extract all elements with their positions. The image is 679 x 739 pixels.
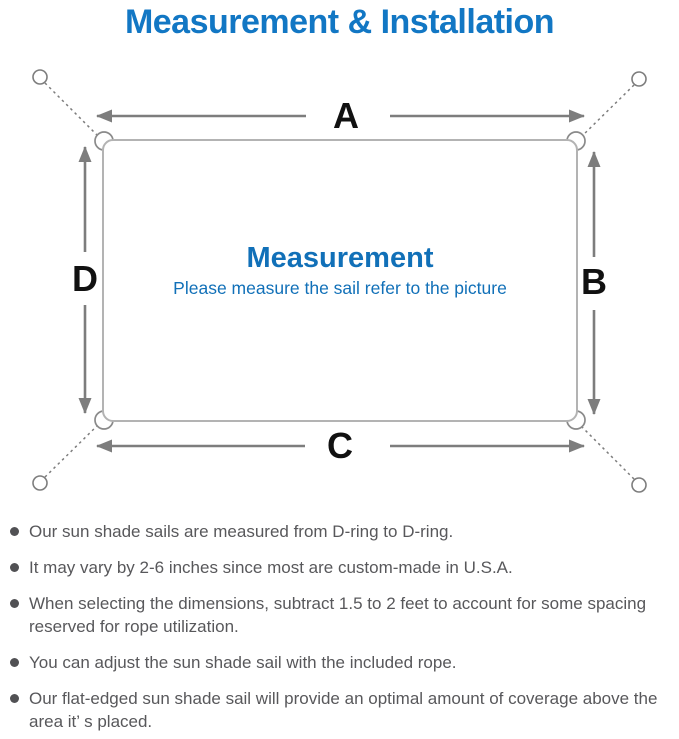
- tie-line-bottom-left: [44, 422, 101, 478]
- note-text: Our flat-edged sun shade sail will provi…: [29, 689, 658, 731]
- list-item: When selecting the dimensions, subtract …: [10, 592, 672, 638]
- note-text: You can adjust the sun shade sail with t…: [29, 653, 457, 672]
- note-text: Our sun shade sails are measured from D-…: [29, 522, 454, 541]
- tie-line-bottom-right: [578, 423, 635, 480]
- tie-line-top-left: [44, 82, 101, 139]
- list-item: Our sun shade sails are measured from D-…: [10, 520, 672, 543]
- anchor-ring-icon: [32, 69, 48, 85]
- tie-line-top-right: [578, 84, 635, 140]
- bullet-icon: [10, 599, 19, 608]
- diagram-center-subtitle: Please measure the sail refer to the pic…: [173, 278, 507, 298]
- note-text: It may vary by 2-6 inches since most are…: [29, 558, 513, 577]
- list-item: You can adjust the sun shade sail with t…: [10, 651, 672, 674]
- measurement-diagram: Measurement Please measure the sail refe…: [0, 60, 679, 510]
- diagram-center-title: Measurement: [247, 242, 434, 274]
- notes-list: Our sun shade sails are measured from D-…: [10, 520, 672, 739]
- dim-label-c: C: [327, 425, 353, 466]
- page-title: Measurement & Installation: [124, 3, 555, 41]
- dim-label-b: B: [581, 261, 607, 302]
- anchor-ring-icon: [631, 71, 647, 87]
- shade-sail-outline: [102, 139, 578, 422]
- sail-diagram-svg: Measurement Please measure the sail refe…: [32, 69, 647, 493]
- dim-label-a: A: [333, 95, 359, 136]
- bullet-icon: [10, 658, 19, 667]
- list-item: It may vary by 2-6 inches since most are…: [10, 556, 672, 579]
- bullet-icon: [10, 527, 19, 536]
- anchor-ring-icon: [32, 475, 48, 491]
- anchor-ring-icon: [631, 477, 647, 493]
- dim-label-d: D: [72, 258, 98, 299]
- bullet-icon: [10, 563, 19, 572]
- list-item: Our flat-edged sun shade sail will provi…: [10, 687, 672, 733]
- note-text: When selecting the dimensions, subtract …: [29, 594, 647, 636]
- bullet-icon: [10, 694, 19, 703]
